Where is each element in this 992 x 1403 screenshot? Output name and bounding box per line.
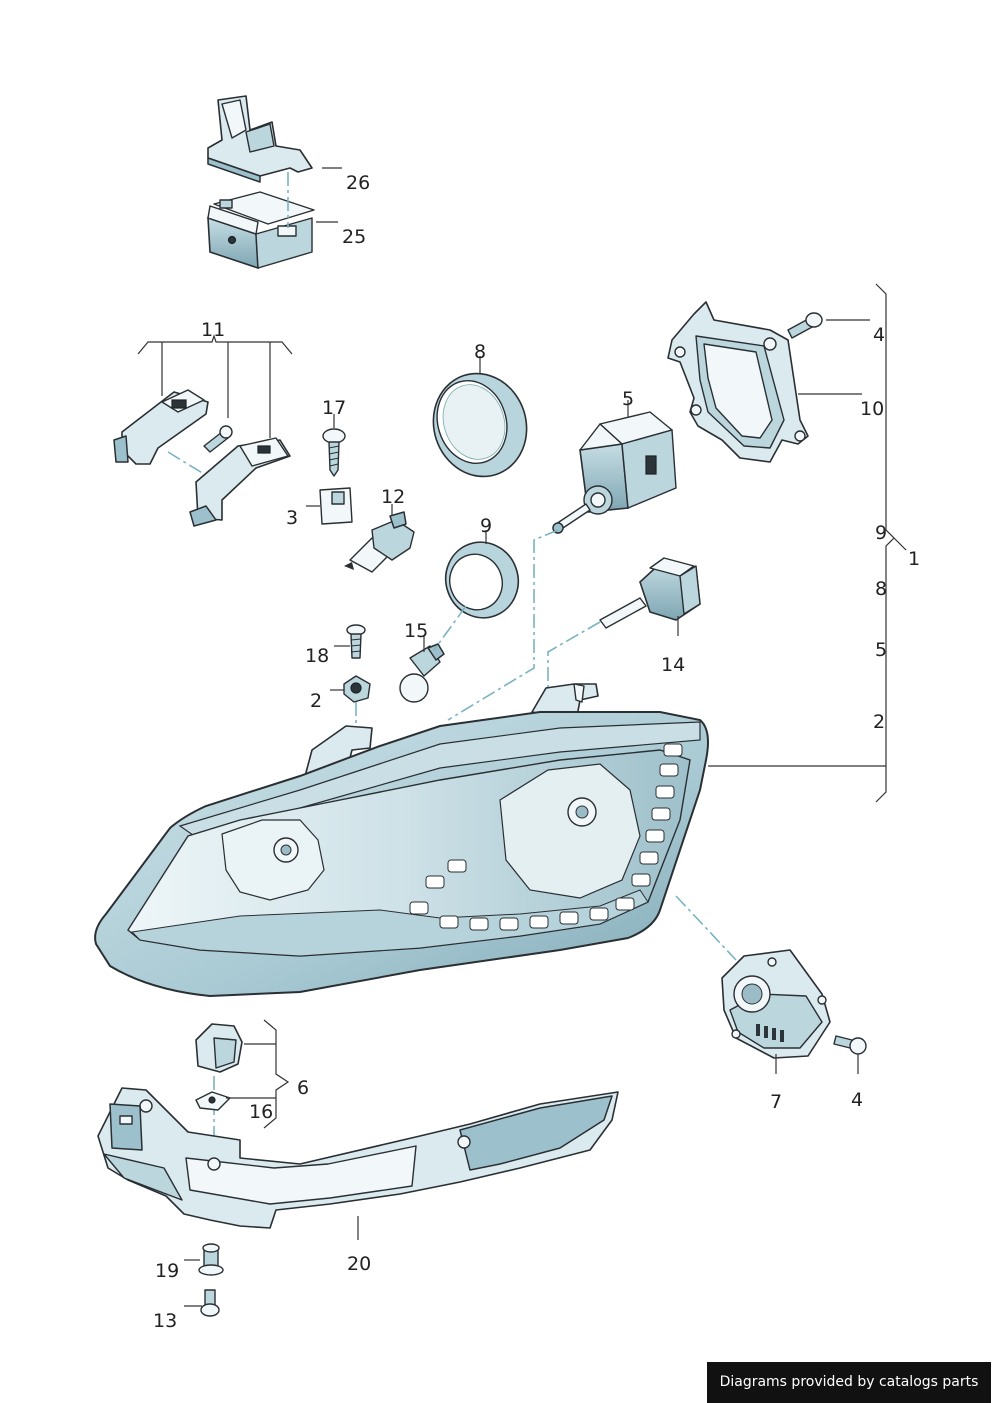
callout-25: 25 (342, 226, 366, 248)
callout-18: 18 (305, 645, 329, 667)
part-14-xenon-bulb (599, 557, 701, 629)
part-13-screw (200, 1289, 220, 1317)
callout-26: 26 (346, 172, 370, 194)
part-19-screw (198, 1243, 224, 1276)
callout-7: 7 (770, 1091, 782, 1113)
assembly-list-item-8: 8 (875, 578, 887, 600)
part-10-housing-cover (667, 301, 809, 463)
callout-4-top: 4 (873, 324, 885, 346)
part-8-rubber-cap (432, 372, 528, 478)
callout-2: 2 (310, 690, 322, 712)
part-6-bracket (195, 1023, 243, 1073)
callout-11: 11 (201, 319, 225, 341)
part-3-clip-nut (319, 487, 353, 525)
callout-10: 10 (860, 398, 884, 420)
part-11-bracket-set (113, 389, 291, 527)
part-5-adjuster-motor (552, 411, 677, 534)
callout-14: 14 (661, 654, 685, 676)
callout-1: 1 (908, 548, 920, 570)
callout-13: 13 (153, 1310, 177, 1332)
callout-19: 19 (155, 1260, 179, 1282)
part-1-headlight-assembly (94, 683, 709, 998)
part-16-clip (195, 1091, 231, 1111)
part-26-clip (207, 95, 313, 183)
callout-5: 5 (622, 388, 634, 410)
part-7-ballast-unit (721, 949, 831, 1059)
part-18-screw (346, 624, 366, 659)
assembly-list-item-2: 2 (873, 711, 885, 733)
part-4-screw-top (787, 312, 823, 339)
part-20-lower-bracket (97, 1087, 619, 1229)
callout-4-bottom: 4 (851, 1089, 863, 1111)
callout-9: 9 (480, 515, 492, 537)
callout-16: 16 (249, 1101, 273, 1123)
callout-8: 8 (474, 341, 486, 363)
callout-15: 15 (404, 620, 428, 642)
part-9-cap (444, 541, 520, 619)
callout-17: 17 (322, 397, 346, 419)
part-25-control-module (207, 191, 315, 270)
leader-lines (137, 167, 907, 1307)
credit-banner: Diagrams provided by catalogs parts (707, 1362, 991, 1403)
callout-labels: 26 25 11 4 10 8 5 17 12 3 9 15 18 2 14 1… (153, 172, 920, 1332)
assembly-list-item-5: 5 (875, 639, 887, 661)
assembly-line-11 (167, 451, 205, 475)
part-4-screw-bottom (833, 1035, 867, 1055)
part-17-screw (322, 428, 346, 477)
part-12-h7-bulb (344, 511, 415, 573)
part-15-bulb (399, 643, 445, 703)
callout-20: 20 (347, 1253, 371, 1275)
callout-6: 6 (297, 1077, 309, 1099)
assembly-list-item-9: 9 (875, 522, 887, 544)
part-2-nut (343, 675, 371, 703)
callout-3: 3 (286, 507, 298, 529)
callout-12: 12 (381, 486, 405, 508)
